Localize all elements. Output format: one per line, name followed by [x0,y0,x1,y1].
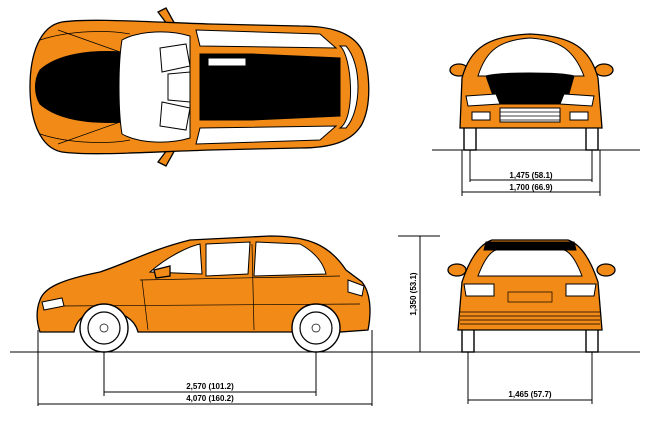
top-view [29,7,370,167]
overall-width-label: 1,700 (66.9) [509,183,552,192]
overall-length-label: 4,070 (160.2) [186,394,234,403]
rear-view: 1,465 (57.7) [447,239,616,404]
front-view: 1,475 (58.1) 1,700 (66.9) [432,33,640,196]
wheelbase-label: 2,570 (101.2) [186,382,234,391]
overall-height-label: 1,350 (53.1) [409,272,418,315]
side-view: 2,570 (101.2) 4,070 (160.2) 1,350 (53.1) [10,235,640,406]
front-track-label: 1,475 (58.1) [509,171,552,180]
rear-track-label: 1,465 (57.7) [508,390,551,399]
